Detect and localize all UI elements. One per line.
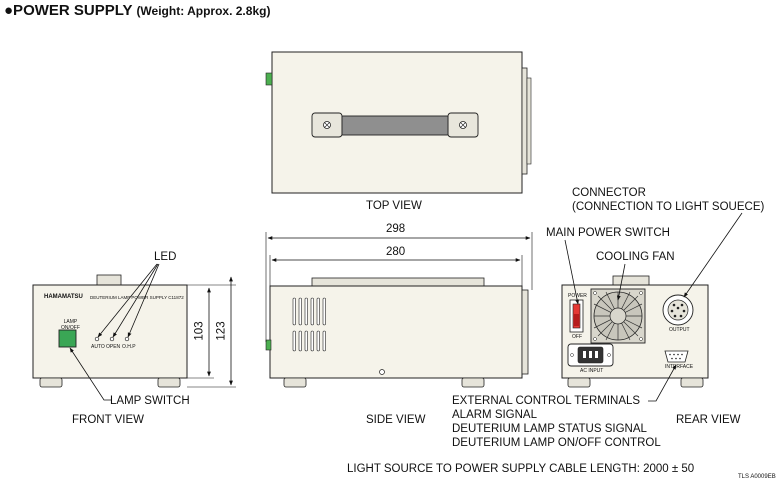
lamp-switch-callout: LAMP SWITCH [110,395,190,407]
lamp-onoff-text: LAMP ON/OFF [61,319,80,331]
model-text: DEUTERIUM LAMP POWER SUPPLY C11872 [90,295,184,300]
side-view-label: SIDE VIEW [366,414,426,426]
lamp-onoff-callout: DEUTERIUM LAMP ON/OFF CONTROL [452,437,661,449]
ext-terminals-callout: EXTERNAL CONTROL TERMINALS [452,395,641,407]
page-title: ●POWER SUPPLY (Weight: Approx. 2.8kg) [4,2,270,19]
connector-sub-callout: (CONNECTION TO LIGHT SOUECE) [572,201,765,213]
rear-view-label: REAR VIEW [676,414,741,426]
top-view-label: TOP VIEW [366,200,422,212]
ac-input-text: AC INPUT [580,368,604,374]
led-auto-text: AUTO [91,344,105,350]
cable-length-note: LIGHT SOURCE TO POWER SUPPLY CABLE LENGT… [347,463,695,475]
rear-view-drawing [561,212,743,402]
alarm-signal-callout: ALARM SIGNAL [452,409,537,421]
top-view-drawing [265,51,532,194]
side-view-drawing [265,232,533,388]
output-text: OUTPUT [669,327,690,333]
width-298-label: 298 [386,223,406,235]
connector-callout: CONNECTOR [572,187,646,199]
led-open-text: OPEN [106,344,121,350]
cooling-fan-callout: COOLING FAN [596,251,675,263]
width-280-label: 280 [386,246,406,258]
front-view-label: FRONT VIEW [72,414,144,426]
main-power-switch-callout: MAIN POWER SWITCH [546,227,670,239]
led-ohp-text: O.H.P [122,344,136,350]
front-view-drawing [32,263,236,401]
off-text: OFF [572,334,582,340]
led-callout: LED [154,251,177,263]
height-103-label: 103 [193,321,206,341]
drawing-code: TLS A0009EB [738,474,776,480]
interface-text: INTERFACE [665,364,694,370]
lamp-status-callout: DEUTERIUM LAMP STATUS SIGNAL [452,423,647,435]
title-text: ●POWER SUPPLY [4,2,133,19]
weight-text: (Weight: Approx. 2.8kg) [136,4,271,18]
brand-logo-text: HAMAMATSU [44,294,83,300]
height-123-label: 123 [215,321,228,341]
power-text: POWER [568,293,587,299]
